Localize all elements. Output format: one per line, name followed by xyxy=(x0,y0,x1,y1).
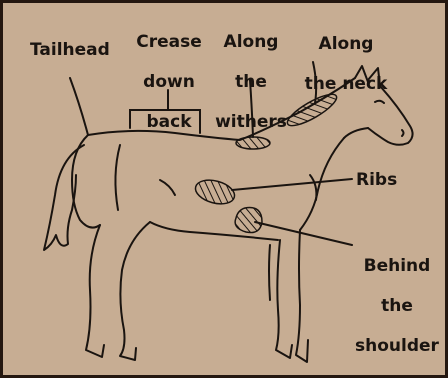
label-crease-down-back: Crease down back xyxy=(133,12,205,152)
label-withers-line-1: Along xyxy=(212,32,290,52)
shoulder-area xyxy=(235,208,262,233)
label-withers-line-3: withers xyxy=(212,112,290,132)
label-along-the-neck: Along the neck xyxy=(296,14,396,114)
label-withers-line-2: the xyxy=(212,72,290,92)
label-behind-the-shoulder: Behind the shoulder xyxy=(352,236,442,376)
label-neck-line-2: the neck xyxy=(296,74,396,94)
ribs-area xyxy=(193,176,237,208)
label-ribs: Ribs xyxy=(356,170,397,190)
label-along-the-withers: Along the withers xyxy=(212,12,290,152)
label-crease-line-1: Crease xyxy=(133,32,205,52)
label-crease-line-2: down xyxy=(133,72,205,92)
label-tailhead: Tailhead xyxy=(30,40,110,60)
label-shoulder-line-2: the xyxy=(352,296,442,316)
label-shoulder-line-3: shoulder xyxy=(352,336,442,356)
label-neck-line-1: Along xyxy=(296,34,396,54)
label-shoulder-line-1: Behind xyxy=(352,256,442,276)
label-crease-line-3: back xyxy=(133,112,205,132)
